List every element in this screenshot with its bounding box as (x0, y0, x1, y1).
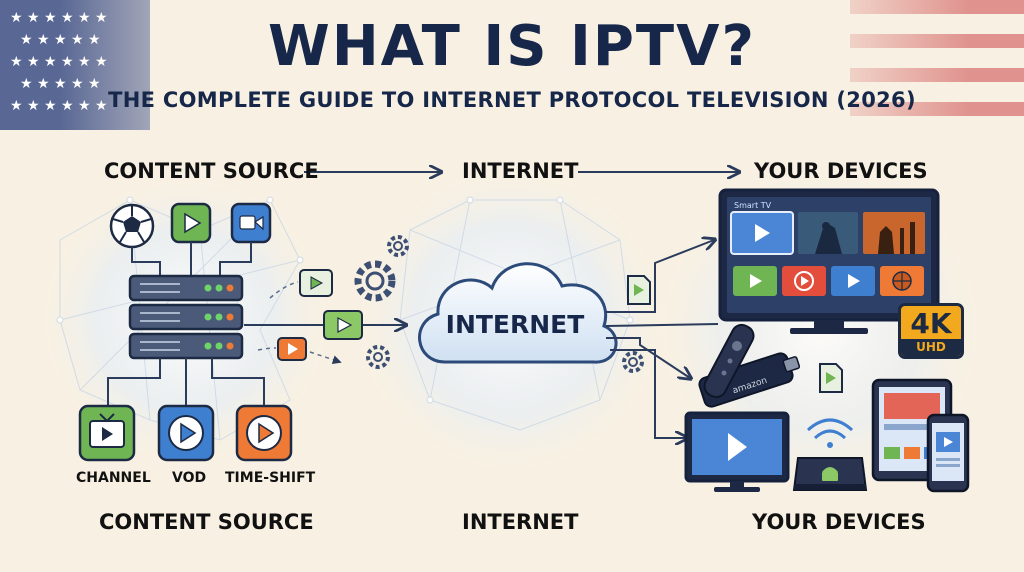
service-label-channel: CHANNEL (76, 470, 151, 486)
android-tv-box-icon (792, 457, 868, 491)
smart-tv-icon (718, 188, 940, 334)
file-play-icon (819, 363, 843, 393)
internet-cloud-icon (418, 262, 618, 364)
service-label-time-shift: TIME-SHIFT (225, 470, 316, 486)
wifi-icon (806, 418, 854, 448)
page-title: WHAT IS IPTV? (268, 14, 756, 79)
time-shift-icon (235, 404, 293, 462)
vod-play-icon (157, 404, 215, 462)
flow-label-content-source: CONTENT SOURCE (104, 159, 319, 183)
channel-tv-icon (78, 404, 136, 462)
badge-uhd-text: UHD (901, 339, 961, 356)
cloud-label: INTERNET (445, 310, 585, 339)
bottom-label-content-source: CONTENT SOURCE (99, 510, 314, 534)
flag-right-decoration (790, 0, 1024, 130)
bottom-label-internet: INTERNET (462, 510, 579, 534)
tablet-icon (871, 378, 953, 482)
gear-icon (354, 260, 396, 302)
service-label-vod: VOD (172, 470, 207, 486)
flag-left-decoration: ★ ★ ★ ★ ★ ★ ★ ★ ★ ★ ★ ★ ★ ★ ★ ★ ★ ★ ★ ★ … (0, 0, 260, 135)
monitor-icon (684, 411, 790, 492)
smartphone-icon (926, 413, 970, 493)
gear-icon (622, 351, 644, 373)
gear-icon (366, 345, 390, 369)
stream-play-icon (277, 337, 307, 361)
remote-control-icon (703, 323, 755, 399)
flow-label-your-devices: YOUR DEVICES (754, 159, 928, 183)
bottom-label-your-devices: YOUR DEVICES (752, 510, 926, 534)
gear-icon (387, 235, 409, 257)
smart-tv-label: Smart TV (734, 201, 772, 210)
stream-play-icon (323, 310, 363, 340)
file-play-icon (627, 275, 651, 305)
badge-4k-text: 4K (910, 307, 952, 340)
soccer-ball-icon (109, 203, 155, 249)
play-tile-icon (170, 202, 212, 244)
page-subtitle: THE COMPLETE GUIDE TO INTERNET PROTOCOL … (108, 88, 916, 112)
video-camera-icon (230, 202, 272, 244)
4k-uhd-badge: 4K UHD (898, 303, 964, 359)
flow-label-internet: INTERNET (462, 159, 579, 183)
server-rack-icon (128, 274, 244, 360)
stream-play-icon (299, 269, 333, 297)
